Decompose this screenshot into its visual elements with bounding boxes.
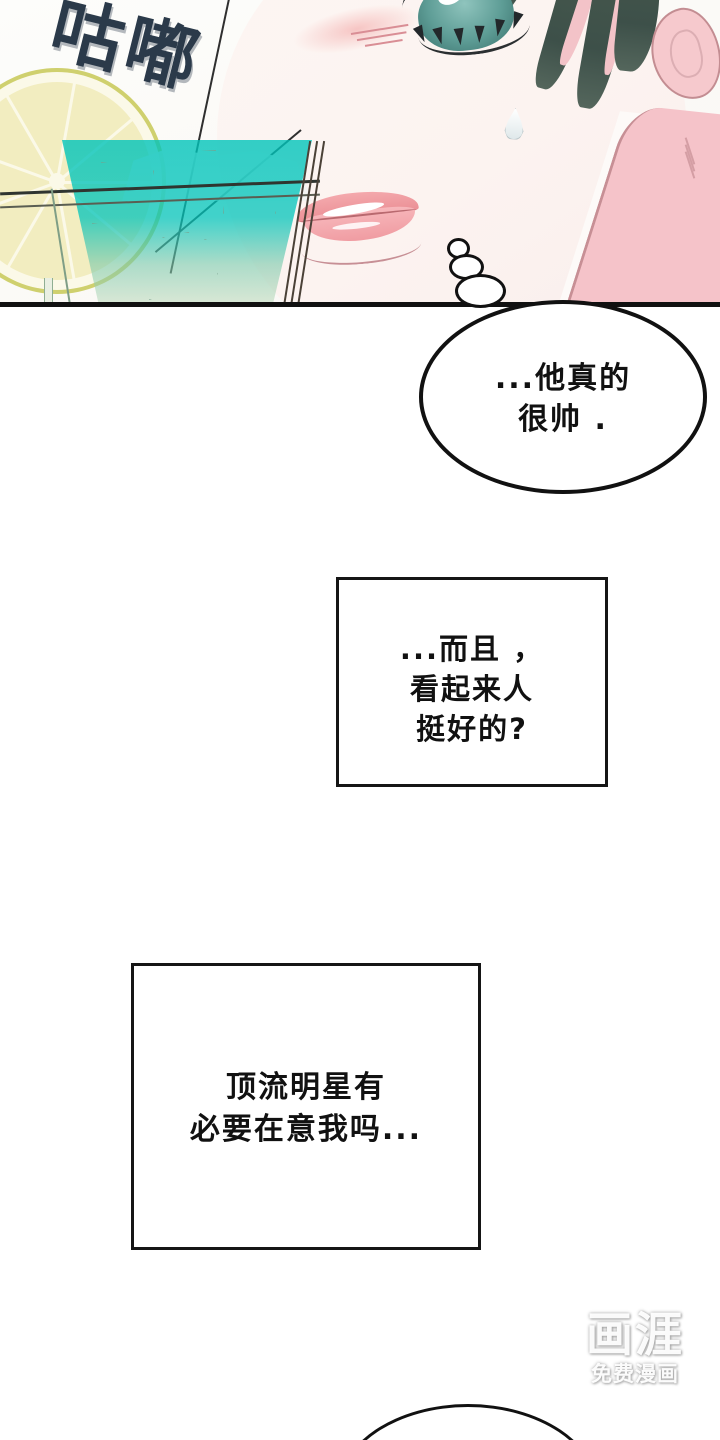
lemon-center — [49, 173, 65, 189]
watermark-brand: 画涯 — [586, 1308, 684, 1363]
cocktail-glass-liquid — [62, 140, 312, 305]
panel-divider — [0, 302, 720, 307]
speech-bubble-1-text: ...他真的 很帅 . — [494, 360, 632, 437]
speech-bubble-4-partial[interactable] — [337, 1404, 599, 1440]
thought-dot-large — [455, 274, 506, 308]
watermark-tagline: 免费漫画 — [591, 1362, 679, 1386]
speech-bubble-3[interactable]: 顶流明星有 必要在意我吗... — [131, 963, 481, 1250]
speech-bubble-2[interactable]: ...而且 ， 看起来人 挺好的? — [336, 577, 608, 787]
speech-bubble-1[interactable]: ...他真的 很帅 . — [419, 300, 707, 494]
cocktail-stick — [44, 278, 53, 305]
speech-bubble-3-text: 顶流明星有 必要在意我吗... — [189, 1070, 423, 1147]
watermark: 画涯 免费漫画 — [560, 1312, 710, 1385]
ice-cube — [125, 232, 218, 300]
top-illustration-panel: 咕嘟 — [0, 0, 720, 305]
speech-bubble-2-text: ...而且 ， 看起来人 挺好的? — [399, 631, 545, 746]
neck-shading-lines — [676, 137, 712, 179]
